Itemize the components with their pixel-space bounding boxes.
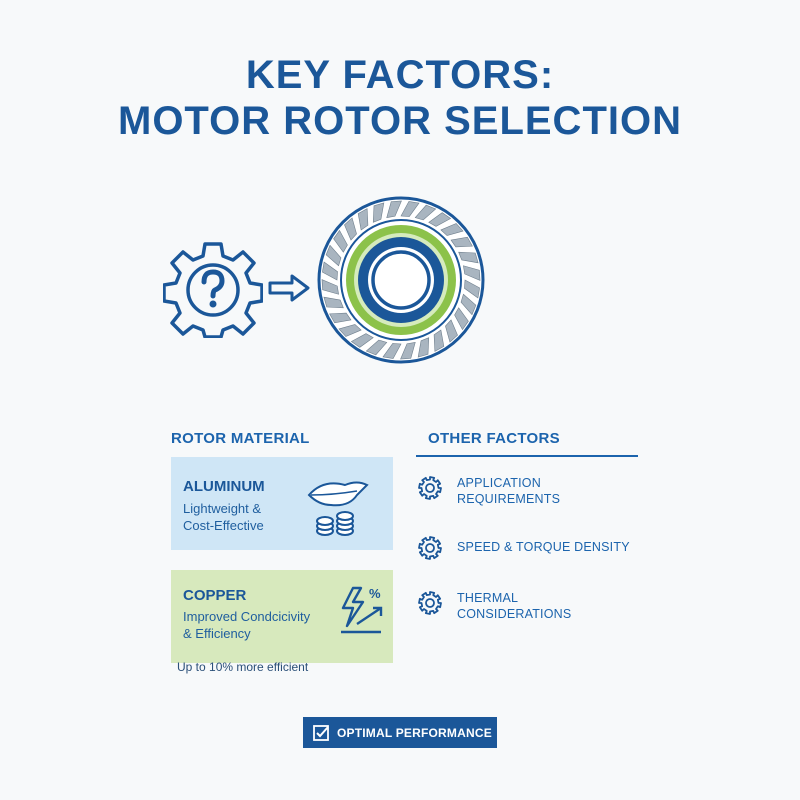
rotor-slot	[450, 236, 473, 248]
rotor-slot	[357, 208, 369, 231]
gear-icon	[418, 536, 442, 560]
optimal-performance-badge: OPTIMAL PERFORMANCE	[303, 717, 497, 748]
arrow-right-icon	[268, 274, 310, 302]
copper-description: Improved Condcicivity & Efficiency	[183, 608, 353, 642]
badge-label: OPTIMAL PERFORMANCE	[337, 725, 492, 740]
rotor-slot	[428, 212, 452, 227]
rotor-slot	[440, 223, 464, 236]
other-factors-header: OTHER FACTORS	[428, 430, 560, 447]
copper-desc-line-2: & Efficiency	[183, 626, 251, 641]
rotor-slot	[333, 229, 348, 253]
checkbox-icon	[313, 724, 329, 741]
factor-label: APPLICATION REQUIREMENTS	[457, 475, 560, 507]
copper-title: COPPER	[183, 587, 247, 604]
rotor-slot	[386, 200, 402, 218]
rotor-slot	[350, 333, 374, 348]
rotor-slot	[463, 265, 481, 281]
factor-label: SPEED & TORQUE DENSITY	[457, 539, 630, 555]
factor-line-2: REQUIREMENTS	[457, 492, 561, 506]
copper-desc-line-1: Improved Condcicivity	[183, 609, 311, 624]
rotor-slot	[382, 343, 402, 359]
rotor-slot	[417, 337, 430, 358]
factor-line-2: CONSIDERATIONS	[457, 607, 572, 621]
aluminum-description: Lightweight & Cost-Effective	[183, 500, 333, 534]
rotor-slot	[464, 279, 480, 299]
hero-illustration	[0, 180, 800, 380]
lightning-percent-icon: %	[341, 586, 383, 634]
aluminum-desc-line-2: Cost-Effective	[183, 518, 264, 533]
title-line-2: MOTOR ROTOR SELECTION	[118, 99, 682, 143]
gear-icon	[418, 591, 442, 615]
factor-label: THERMAL CONSIDERATIONS	[457, 590, 571, 622]
efficiency-note: Up to 10% more efficient	[177, 660, 309, 674]
rotor-slot	[338, 324, 362, 337]
rotor-slot	[329, 312, 352, 324]
aluminum-desc-line-1: Lightweight &	[183, 501, 262, 516]
rotor-slot	[445, 319, 458, 343]
rotor-slot	[400, 201, 420, 217]
factor-line-1: THERMAL	[457, 591, 519, 605]
rotor-slot	[365, 339, 388, 356]
rotor-slot	[321, 279, 339, 295]
factor-line-1: SPEED & TORQUE DENSITY	[457, 540, 630, 554]
aluminum-title: ALUMINUM	[183, 478, 265, 495]
rotor-slot	[322, 261, 338, 281]
aluminum-card: ALUMINUM Lightweight & Cost-Effective	[171, 457, 393, 550]
rotor-slot	[454, 307, 469, 331]
factor-line-1: APPLICATION	[457, 476, 541, 490]
rotor-slot	[460, 293, 477, 316]
rotor-slot	[400, 342, 416, 360]
rotor-slot	[323, 296, 344, 309]
rotor-material-header: ROTOR MATERIAL	[171, 430, 310, 447]
percent-glyph: %	[369, 586, 381, 601]
other-factors-rule	[416, 455, 638, 457]
gear-question-icon	[163, 242, 263, 338]
title-line-1: KEY FACTORS:	[245, 53, 555, 97]
copper-card: COPPER Improved Condcicivity & Efficienc…	[171, 570, 393, 663]
rotor-slot	[344, 217, 357, 241]
rotor-slot	[433, 329, 445, 352]
rotor-slot	[325, 244, 342, 267]
page-title: KEY FACTORS: MOTOR ROTOR SELECTION	[0, 52, 800, 144]
rotor-icon	[317, 196, 485, 364]
rotor-slot	[414, 204, 437, 221]
rotor-slot	[372, 202, 385, 223]
feather-coins-icon	[307, 481, 369, 536]
rotor-slot	[458, 251, 479, 264]
gear-icon	[418, 476, 442, 500]
